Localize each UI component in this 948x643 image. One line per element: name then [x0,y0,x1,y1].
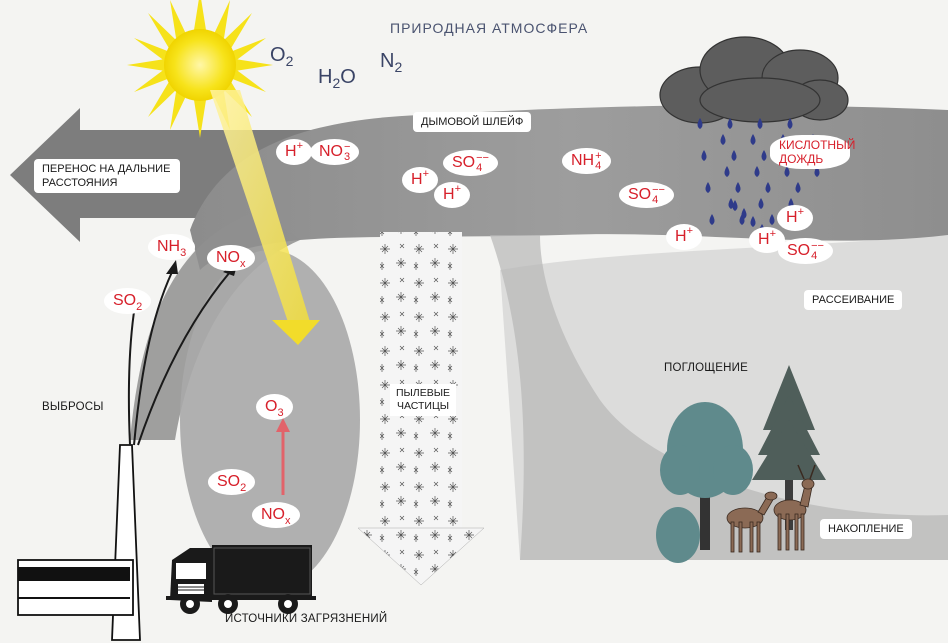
deer-icon-2 [773,464,816,551]
rain-drop [709,214,715,225]
gas-o2: O2 [270,44,294,69]
ion-h-plus: H+ [402,167,438,193]
rain-drop [732,200,738,211]
rain-drop [784,166,790,177]
truck-icon [166,545,316,614]
rain-drop [761,150,767,161]
rain-drop [728,198,734,209]
ion-no3: NO−3 [310,139,360,166]
species-nh3: NH3 [148,234,196,260]
rain-drop [754,166,760,177]
ion-so4: SO−−4 [443,150,498,177]
rain-drop [795,182,801,193]
rain-drop [769,214,775,225]
species-nox: NOx [207,245,255,271]
ion-h-plus: H+ [434,182,470,208]
rain-drop [724,166,730,177]
rain-drop [731,150,737,161]
rain-drop [720,134,726,145]
ion-h-plus: H+ [666,224,702,250]
rain-drop [750,216,756,227]
emission-arrows [127,271,231,446]
label-accumulation: НАКОПЛЕНИЕ [820,519,912,539]
rain-drop [741,208,747,219]
sun-ray [210,90,310,322]
label-pollution-sources: ИСТОЧНИКИ ЗАГРЯЗНЕНИЙ [225,613,388,625]
label-dust-particles: ПЫЛЕВЫЕ ЧАСТИЦЫ [390,384,456,416]
label-acid-rain: КИСЛОТНЫЙ ДОЖДЬ [770,135,855,169]
label-long-range-transport: ПЕРЕНОС НА ДАЛЬНИЕ РАССТОЯНИЯ [34,159,180,193]
emission-column [130,210,300,440]
factory-icon [17,444,141,641]
reaction-zone [180,250,360,590]
rain-drop [757,118,763,129]
rain-drop [705,182,711,193]
ion-h-plus: H+ [276,139,312,165]
dust-arrow [357,232,485,586]
species-o3: O3 [256,394,293,420]
ion-h-plus: H+ [777,205,813,231]
rain-drop [787,118,793,129]
cloud-icon [659,36,849,124]
gas-n2: N2 [380,50,403,75]
label-emissions: ВЫБРОСЫ [42,401,104,413]
fir-tree-icon [752,365,826,530]
rain-drop [765,182,771,193]
label-smoke-plume: ДЫМОВОЙ ШЛЕЙФ [413,112,532,132]
label-absorption: ПОГЛОЩЕНИЕ [664,362,748,374]
rain-drop [750,134,756,145]
label-dispersion: РАССЕИВАНИЕ [804,290,903,310]
page-title: ПРИРОДНАЯ АТМОСФЕРА [390,20,589,36]
deer-icon [726,491,778,553]
sun-ray-arrowhead [272,320,320,345]
rain-drop [735,182,741,193]
rain-drop [697,118,703,129]
species-so2: SO2 [104,288,152,314]
rain-drop [701,150,707,161]
deciduous-tree-icon [656,402,753,563]
rain-drop [727,118,733,129]
species-so2: SO2 [208,469,256,495]
rain-drop [758,198,764,209]
plume-descent [490,235,948,560]
gas-h2o: H2O [318,66,356,91]
ion-nh4: NH+4 [562,148,611,175]
species-nox: NOx [252,502,300,528]
sun-icon [127,0,273,138]
ion-so4: SO−−4 [619,182,674,209]
ion-so4: SO−−4 [778,238,833,265]
